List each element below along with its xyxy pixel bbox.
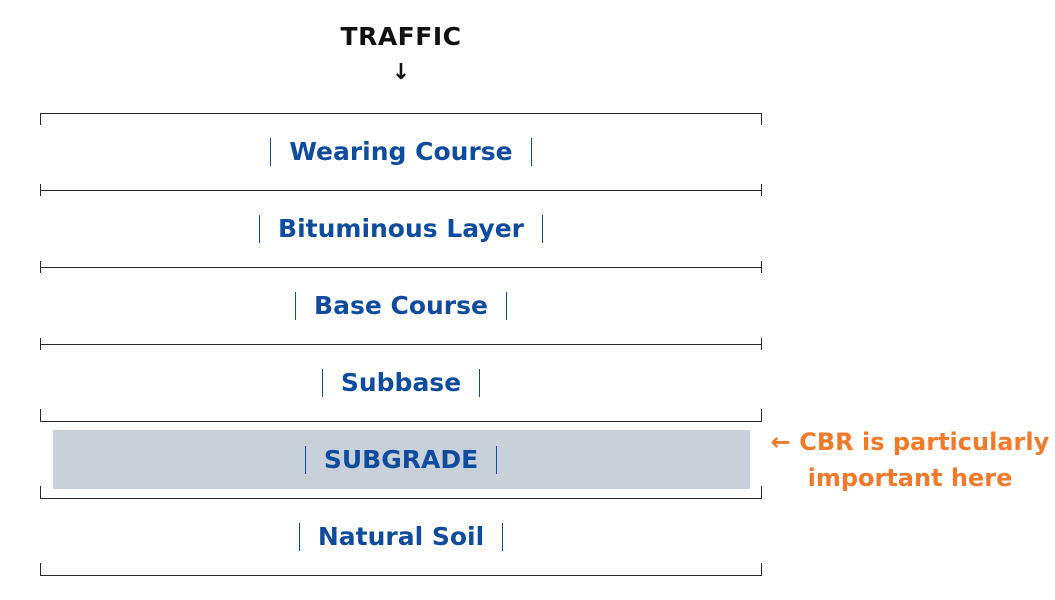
cbr-annotation-line-1: ← CBR is particularly xyxy=(770,428,1050,456)
layer-bituminous-layer: Bituminous Layer xyxy=(40,213,762,245)
subgrade-highlight xyxy=(53,430,750,489)
boundary-line-3 xyxy=(40,344,762,345)
layer-label: Wearing Course xyxy=(270,138,532,166)
boundary-line-4 xyxy=(40,421,762,422)
layer-natural-soil: Natural Soil xyxy=(40,521,762,553)
tick-right-bottom xyxy=(761,563,762,575)
layer-wearing-course: Wearing Course xyxy=(40,136,762,168)
layer-subbase: Subbase xyxy=(40,367,762,399)
tick-left-5 xyxy=(40,486,41,498)
layer-base-course: Base Course xyxy=(40,290,762,322)
tick-right-4 xyxy=(761,409,762,421)
boundary-line-5 xyxy=(40,498,762,499)
tick-left-2 xyxy=(40,261,41,273)
layer-label: Subbase xyxy=(321,369,481,397)
tick-left-bottom xyxy=(40,563,41,575)
layer-subgrade: SUBGRADE xyxy=(40,444,762,476)
tick-right-3 xyxy=(761,338,762,350)
cbr-annotation: ← CBR is particularly important here xyxy=(770,424,1050,496)
layer-label: Base Course xyxy=(295,292,507,320)
tick-left-3 xyxy=(40,338,41,350)
traffic-arrow-icon: ↓ xyxy=(391,60,411,85)
traffic-label: TRAFFIC xyxy=(340,22,462,51)
tick-left-top xyxy=(40,113,41,125)
tick-right-top xyxy=(761,113,762,125)
layer-label: Natural Soil xyxy=(298,523,504,551)
tick-right-2 xyxy=(761,261,762,273)
tick-left-1 xyxy=(40,184,41,196)
cbr-annotation-line-2: important here xyxy=(807,464,1013,492)
layer-label: Bituminous Layer xyxy=(259,215,543,243)
tick-left-4 xyxy=(40,409,41,421)
boundary-line-bottom xyxy=(40,575,762,576)
layer-label: SUBGRADE xyxy=(304,446,498,474)
tick-right-5 xyxy=(761,486,762,498)
boundary-line-2 xyxy=(40,267,762,268)
tick-right-1 xyxy=(761,184,762,196)
boundary-line-1 xyxy=(40,190,762,191)
boundary-line-top xyxy=(40,113,762,114)
